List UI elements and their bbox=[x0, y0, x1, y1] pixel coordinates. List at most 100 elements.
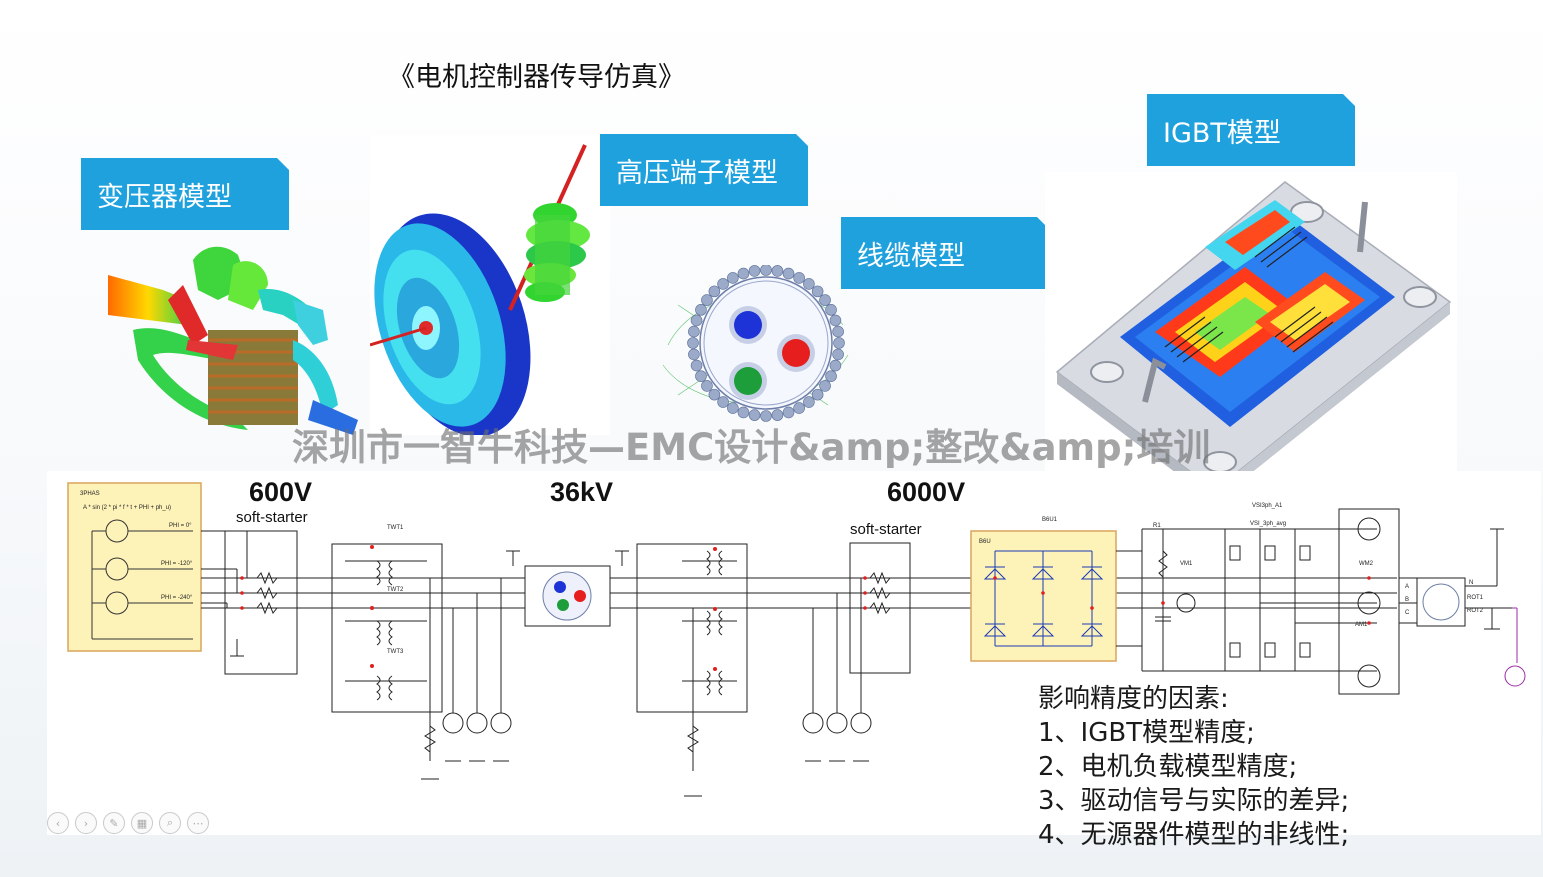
source-phases bbox=[91, 519, 193, 640]
next-icon[interactable]: › bbox=[75, 812, 97, 834]
phase-label-3: PHI = -240° bbox=[161, 595, 193, 601]
soft-starter-label-1: soft-starter bbox=[236, 509, 308, 526]
cable-armour-bead bbox=[829, 314, 842, 327]
cable-armour-bead bbox=[688, 348, 700, 361]
tag-transformer-model: 变压器模型 bbox=[81, 158, 289, 230]
phase-label-2: PHI = -120° bbox=[161, 561, 193, 567]
cable-armour-bead bbox=[832, 348, 844, 361]
cable-armour-bead bbox=[793, 272, 805, 284]
cable-armour-bead bbox=[701, 294, 713, 306]
phase-c-label: C bbox=[1405, 610, 1410, 616]
rotor-label-2: ROT2 bbox=[1467, 608, 1484, 614]
source-equation-label: A * sin (2 * pi * f * t + PHI + ph_u) bbox=[83, 505, 171, 511]
factors-heading: 影响精度的因素: bbox=[1038, 684, 1229, 714]
cable-armour-bead bbox=[695, 370, 707, 382]
accuracy-factors: 影响精度的因素: 1、IGBT模型精度; 2、电机负载模型精度; 3、驱动信号与… bbox=[1038, 682, 1349, 852]
voltage-label-600v: 600V bbox=[249, 477, 312, 507]
inverter-label-1: VSI3ph_A1 bbox=[1252, 503, 1283, 509]
rotor-label-1: ROT1 bbox=[1467, 595, 1484, 601]
cable-armour-bead bbox=[811, 285, 824, 298]
factor-item-4: 4、无源器件模型的非线性; bbox=[1038, 820, 1350, 850]
cable-armour-bead bbox=[819, 380, 831, 392]
tag-hv-terminal-model: 高压端子模型 bbox=[600, 134, 808, 206]
cable-armour-bead bbox=[717, 278, 729, 290]
cable-armour-bead bbox=[708, 388, 721, 401]
cable-armour-bead bbox=[803, 396, 815, 408]
cable-armour-bead bbox=[687, 337, 699, 349]
cable-armour-bead bbox=[748, 265, 761, 277]
ammeter-label: AM1 bbox=[1355, 622, 1368, 628]
slides-icon[interactable]: ▦ bbox=[131, 812, 153, 834]
soft-starter-label-2: soft-starter bbox=[850, 521, 922, 538]
phase-b-label: B bbox=[1405, 597, 1409, 603]
cable-armour-bead bbox=[760, 410, 772, 422]
voltmeter-label: VM1 bbox=[1180, 561, 1193, 567]
soft-starter-1-resistors bbox=[256, 571, 278, 615]
voltage-label-6000v: 6000V bbox=[887, 477, 965, 507]
cable-armour-bead bbox=[737, 406, 750, 419]
cable-armour-bead bbox=[688, 325, 700, 338]
cable-armour-bead bbox=[829, 359, 842, 372]
step-up-transformers bbox=[331, 543, 443, 713]
source-name-label: 3PHAS bbox=[80, 491, 100, 497]
factor-item-1: 1、IGBT模型精度; bbox=[1038, 718, 1255, 748]
cable-armour-bead bbox=[727, 272, 739, 284]
tag-igbt-model: IGBT模型 bbox=[1147, 94, 1355, 166]
phase-label-1: PHI = 0° bbox=[169, 523, 192, 529]
step-down-transformers bbox=[636, 543, 748, 797]
cable-armour-bead bbox=[695, 304, 707, 316]
cable-armour-bead bbox=[793, 402, 805, 414]
dc-link-and-inverter bbox=[1116, 508, 1512, 695]
tag-cable-model: 线缆模型 bbox=[841, 217, 1049, 289]
cable-model-image bbox=[662, 265, 849, 422]
factor-item-3: 3、驱动信号与实际的差异; bbox=[1038, 786, 1350, 816]
watermark-text: 深圳市一智牛科技—EMC设计&amp;整改&amp;培训 bbox=[292, 426, 1211, 469]
transformer-label-3: TWT3 bbox=[387, 649, 404, 655]
cable-armour-bead bbox=[811, 388, 824, 401]
three-phase-source-box bbox=[67, 482, 202, 652]
voltage-label-36kv: 36kV bbox=[550, 477, 613, 507]
rectifier-diodes bbox=[983, 550, 1104, 647]
more-icon[interactable]: ⋯ bbox=[187, 812, 209, 834]
polarity-dots-left bbox=[240, 545, 374, 668]
previous-icon[interactable]: ‹ bbox=[47, 812, 69, 834]
soft-starter-2-box bbox=[849, 542, 911, 674]
cable-armour-bead bbox=[825, 304, 837, 316]
cable-armour-bead bbox=[727, 402, 739, 414]
cable-armour-bead bbox=[832, 325, 844, 338]
factor-item-2: 2、电机负载模型精度; bbox=[1038, 752, 1298, 782]
cable-armour-bead bbox=[782, 406, 795, 419]
voltmeters-left bbox=[421, 578, 512, 780]
rotor-probe bbox=[1504, 607, 1526, 687]
transformer-label-1: TWT1 bbox=[387, 525, 404, 531]
cable-armour-bead bbox=[690, 314, 703, 327]
cable-armour-bead bbox=[825, 370, 837, 382]
cable-armour-bead bbox=[819, 294, 831, 306]
soft-starter-1-box bbox=[224, 530, 298, 675]
cable-armour-bead bbox=[701, 380, 713, 392]
zoom-icon[interactable]: ⌕ bbox=[159, 812, 181, 834]
cable-armour-bead bbox=[833, 337, 845, 349]
cable-armour-bead bbox=[771, 265, 784, 277]
resistor-label: R1 bbox=[1153, 523, 1161, 529]
cable-armour-bead bbox=[690, 359, 703, 372]
neutral-label: N bbox=[1469, 580, 1473, 586]
cable-armour-bead bbox=[803, 278, 815, 290]
cable-armour-bead bbox=[771, 409, 784, 421]
cable-armour-bead bbox=[708, 285, 721, 298]
transformer-label-2: TWT2 bbox=[387, 587, 404, 593]
cable-armour-bead bbox=[782, 267, 795, 280]
inverter-label-2: VSI_3ph_avg bbox=[1250, 521, 1286, 527]
slideshow-controls: ‹ › ✎ ▦ ⌕ ⋯ bbox=[47, 812, 209, 834]
cable-armour-bead bbox=[737, 267, 750, 280]
cable-armour-bead bbox=[717, 396, 729, 408]
pen-icon[interactable]: ✎ bbox=[103, 812, 125, 834]
igbt-model-image bbox=[1045, 172, 1457, 497]
circuit-schematic: 3PHAS A * sin (2 * pi * f * t + PHI + ph… bbox=[47, 471, 1541, 835]
slide-title: 《电机控制器传导仿真》 bbox=[388, 62, 685, 93]
cable-armour-bead bbox=[748, 409, 761, 421]
rectifier-label-2: B6U bbox=[979, 539, 991, 545]
cable-armour-bead bbox=[760, 265, 772, 276]
bus-wires bbox=[201, 530, 1397, 609]
